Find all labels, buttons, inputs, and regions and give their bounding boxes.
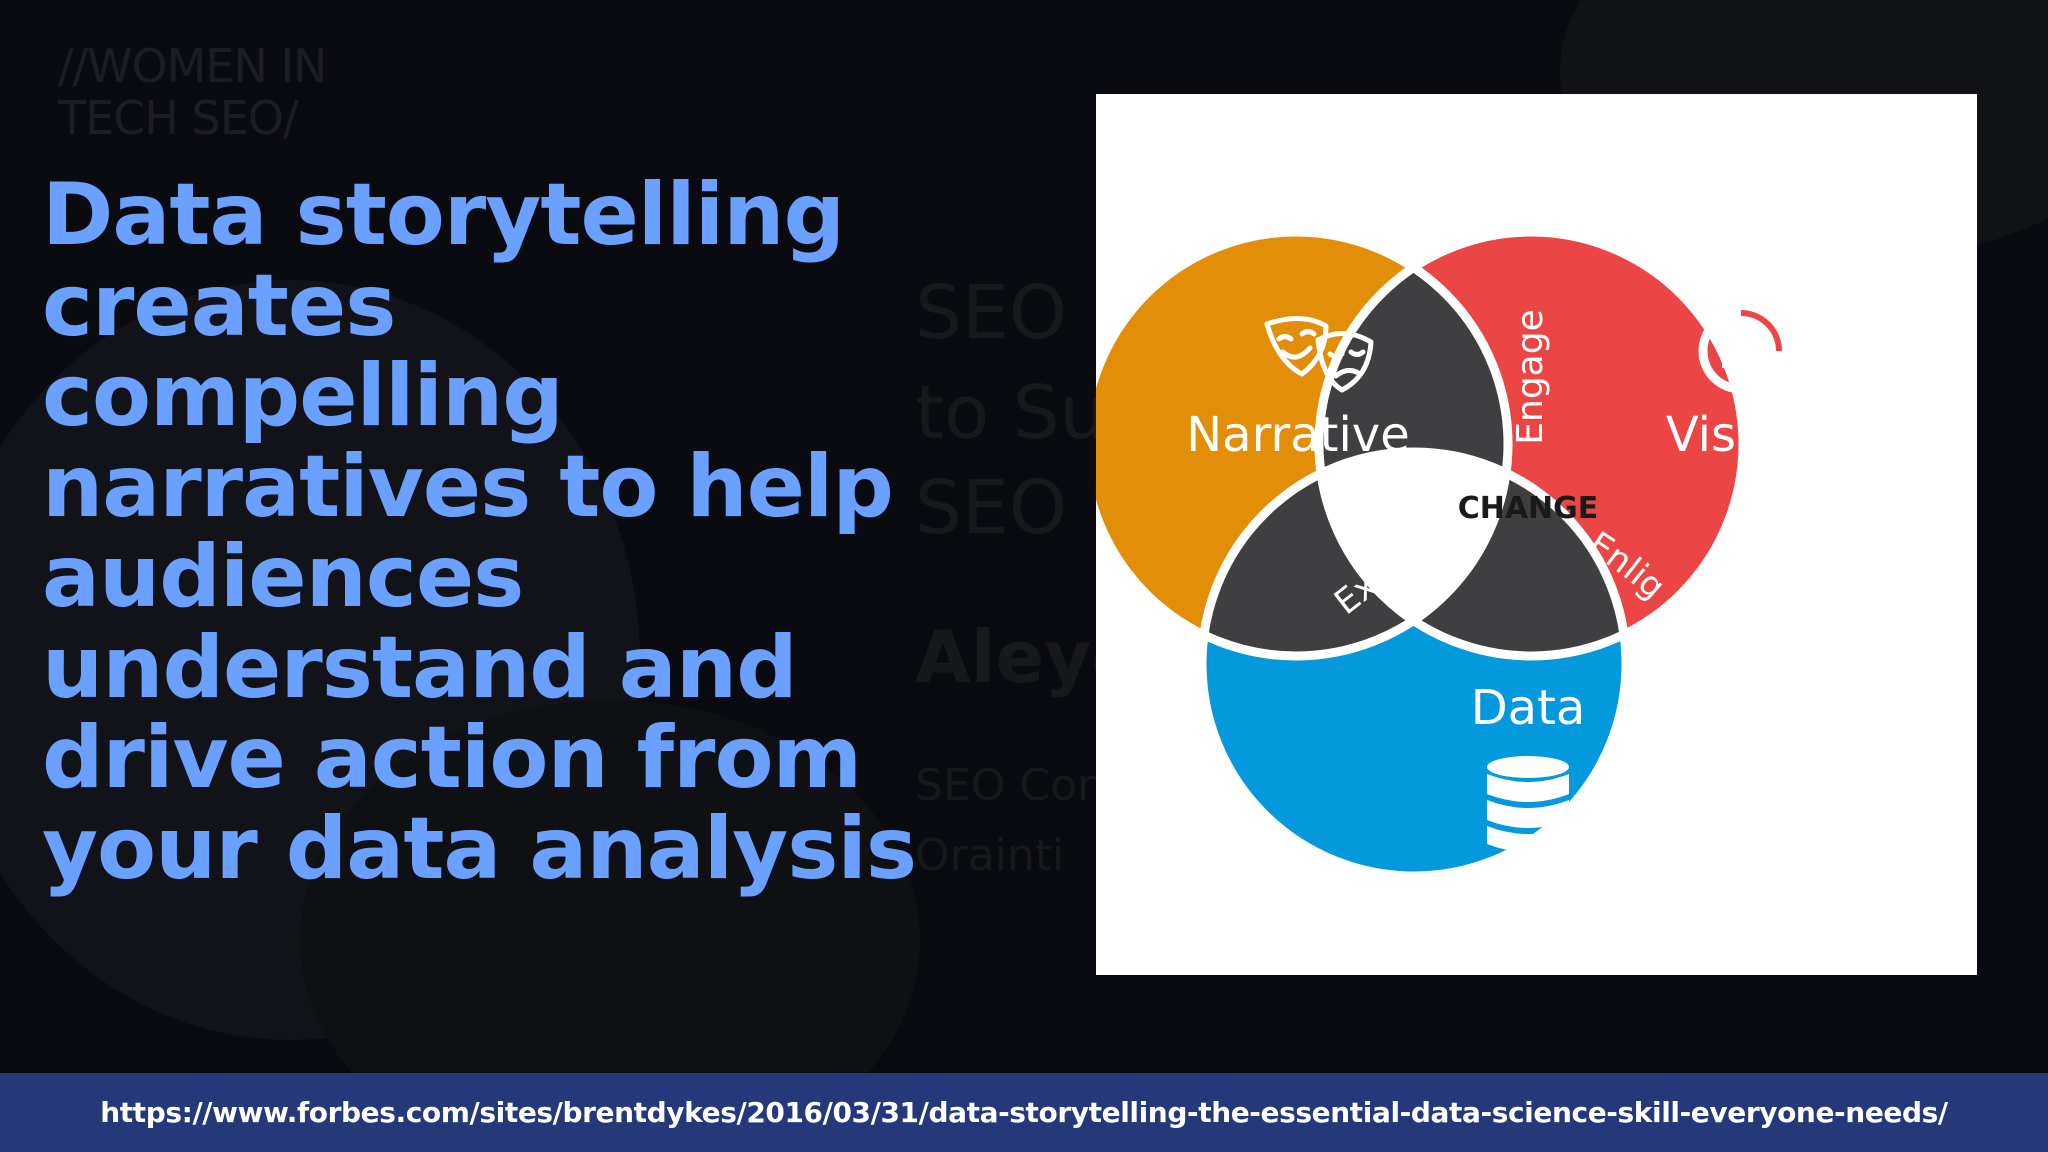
data-outline xyxy=(1197,447,1631,881)
venn-diagram: Narrative Visuals Data CHANGE Engage Exp… xyxy=(1096,94,1834,881)
brand-logo: //WOMEN IN TECH SEO/ xyxy=(58,40,358,144)
headline-line: compelling xyxy=(42,346,564,446)
headline-line: understand and xyxy=(42,617,798,718)
headline-line: narratives to help xyxy=(42,436,894,537)
headline-line: your data analysis xyxy=(42,798,917,899)
narrative-label: Narrative xyxy=(1186,407,1409,463)
headline-line: drive action from xyxy=(42,708,862,808)
source-link[interactable]: https://www.forbes.com/sites/brentdykes/… xyxy=(100,1096,1948,1129)
circle-outlines xyxy=(1096,227,1748,881)
slide-headline: Data storytelling creates compelling nar… xyxy=(42,170,962,894)
background-speaker-role: SEO Con xyxy=(915,760,1105,811)
bar-chart-ring-icon xyxy=(1698,308,1784,394)
visuals-label: Visuals xyxy=(1666,407,1834,463)
visuals-outline xyxy=(1314,227,1748,661)
background-speaker-company: Orainti xyxy=(915,830,1065,881)
change-label: CHANGE xyxy=(1458,491,1599,526)
headline-line: audiences xyxy=(42,527,524,627)
narrative-outline xyxy=(1096,227,1513,661)
enlighten-intersection xyxy=(1319,452,1626,656)
logo-line: TECH SEO/ xyxy=(58,91,298,145)
source-footer: https://www.forbes.com/sites/brentdykes/… xyxy=(0,1073,2048,1152)
logo-line: //WOMEN IN xyxy=(58,39,327,93)
data-label: Data xyxy=(1471,680,1586,736)
venn-diagram-panel: Narrative Visuals Data CHANGE Engage Exp… xyxy=(1096,94,1977,975)
background-text: to Su xyxy=(915,370,1107,456)
theater-masks-icon xyxy=(1264,316,1374,393)
database-icon xyxy=(1487,756,1569,852)
headline-line: creates xyxy=(42,255,396,356)
explain-intersection xyxy=(1202,452,1508,656)
engage-label: Engage xyxy=(1510,309,1551,444)
headline-line: Data storytelling xyxy=(42,165,845,265)
